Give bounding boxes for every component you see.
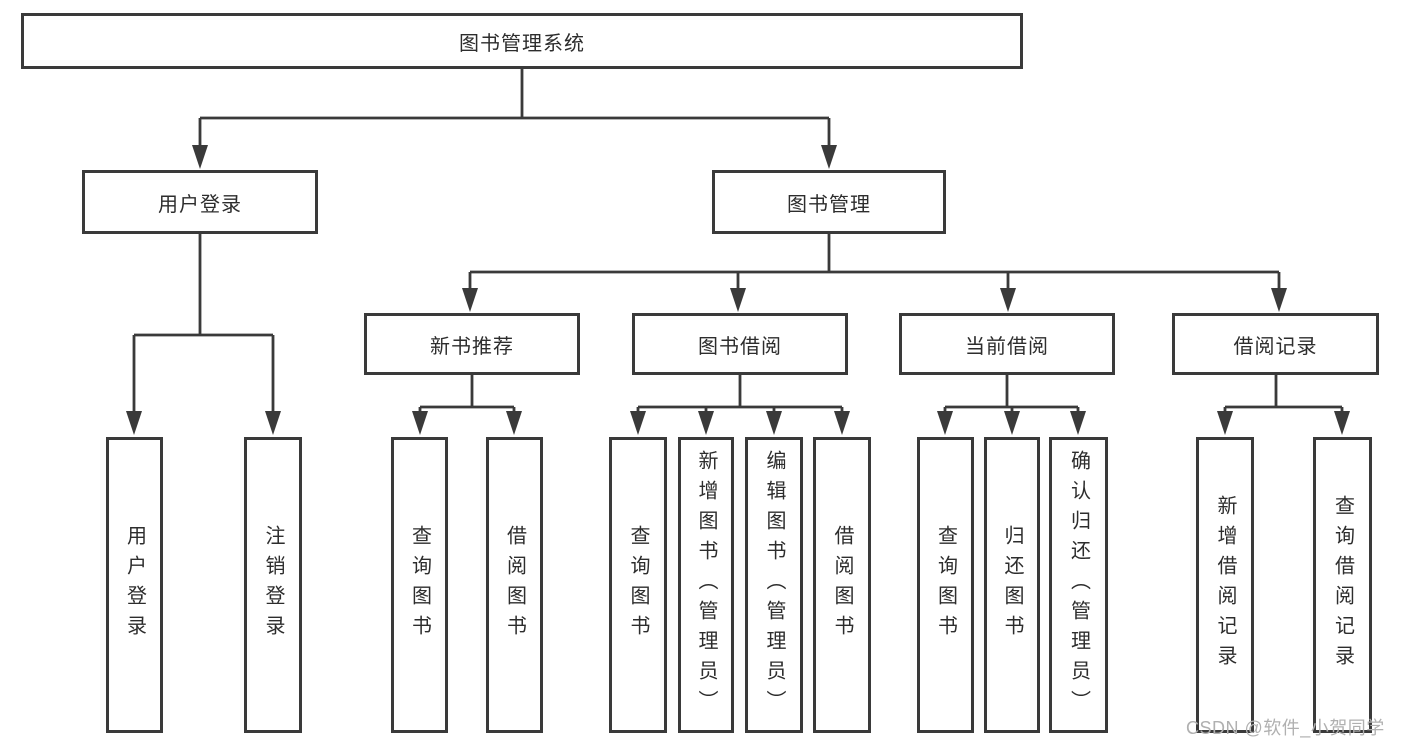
node-label: 查询图书 bbox=[934, 525, 957, 645]
leaf-query-book-1: 查询图书 bbox=[391, 437, 448, 733]
node-label: 归还图书 bbox=[1001, 525, 1023, 645]
leaf-return-book: 归还图书 bbox=[984, 437, 1040, 733]
node-borrow-record: 借阅记录 bbox=[1172, 313, 1379, 375]
node-label: 用户登录 bbox=[158, 193, 242, 216]
node-label: 图书管理系统 bbox=[459, 32, 585, 55]
leaf-confirm-return-admin: 确认归还（管理员） bbox=[1049, 437, 1108, 733]
leaf-query-book-2: 查询图书 bbox=[609, 437, 667, 733]
node-label: 编辑图书（管理员） bbox=[763, 450, 785, 720]
node-label: 查询图书 bbox=[408, 525, 431, 645]
node-current-borrow: 当前借阅 bbox=[899, 313, 1115, 375]
leaf-add-borrow-record: 新增借阅记录 bbox=[1196, 437, 1254, 733]
node-label: 新增借阅记录 bbox=[1214, 495, 1236, 675]
leaf-add-book-admin: 新增图书（管理员） bbox=[678, 437, 734, 733]
leaf-logout: 注销登录 bbox=[244, 437, 302, 733]
node-label: 借阅图书 bbox=[831, 525, 853, 645]
node-new-book-recommend: 新书推荐 bbox=[364, 313, 580, 375]
node-user-login: 用户登录 bbox=[82, 170, 318, 234]
node-label: 图书管理 bbox=[787, 193, 871, 216]
node-label: 用户登录 bbox=[123, 525, 146, 645]
csdn-watermark: CSDN @软件_小贺同学 bbox=[1186, 718, 1385, 738]
node-label: 查询图书 bbox=[627, 525, 649, 645]
node-book-management: 图书管理 bbox=[712, 170, 946, 234]
leaf-query-book-3: 查询图书 bbox=[917, 437, 974, 733]
leaf-user-login: 用户登录 bbox=[106, 437, 163, 733]
node-library-system: 图书管理系统 bbox=[21, 13, 1023, 69]
node-label: 当前借阅 bbox=[965, 335, 1049, 358]
node-label: 新书推荐 bbox=[430, 335, 514, 358]
node-label: 注销登录 bbox=[262, 525, 284, 645]
node-label: 查询借阅记录 bbox=[1331, 495, 1354, 675]
node-label: 借阅记录 bbox=[1233, 335, 1318, 358]
leaf-borrow-book-1: 借阅图书 bbox=[486, 437, 543, 733]
node-book-borrow: 图书借阅 bbox=[632, 313, 848, 375]
node-label: 新增图书（管理员） bbox=[695, 450, 717, 720]
leaf-query-borrow-record: 查询借阅记录 bbox=[1313, 437, 1372, 733]
node-label: 借阅图书 bbox=[503, 525, 526, 645]
node-label: 确认归还（管理员） bbox=[1067, 450, 1090, 720]
node-label: 图书借阅 bbox=[698, 335, 782, 358]
leaf-edit-book-admin: 编辑图书（管理员） bbox=[745, 437, 803, 733]
leaf-borrow-book-2: 借阅图书 bbox=[813, 437, 871, 733]
